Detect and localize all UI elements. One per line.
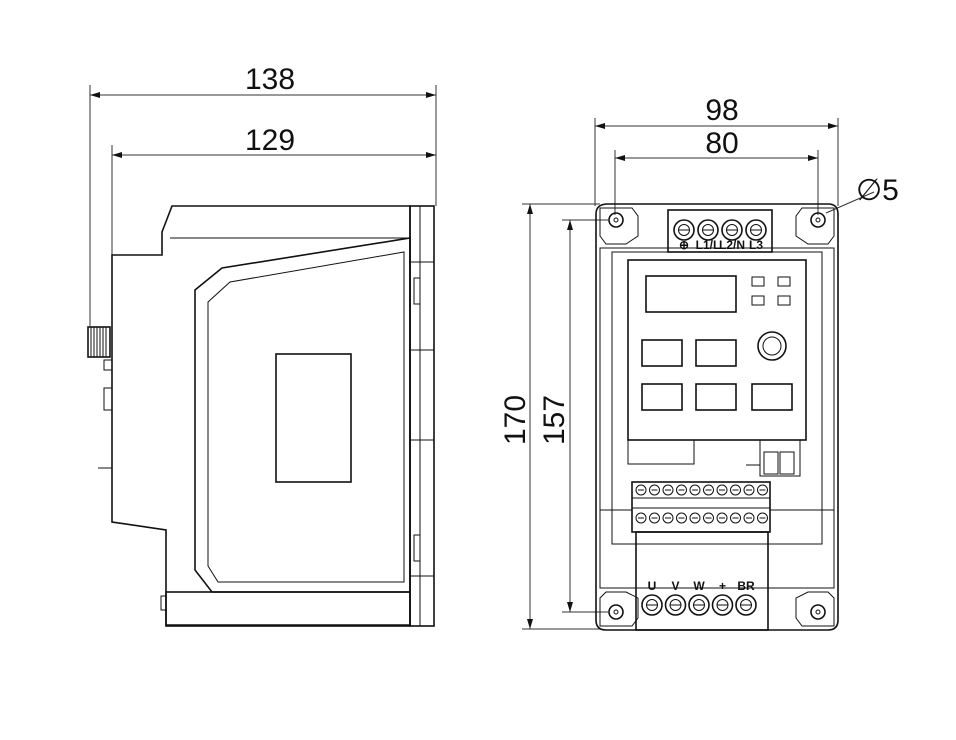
keypad-button <box>695 339 737 367</box>
control-terminal-screw <box>635 512 647 524</box>
control-terminal-screw <box>730 484 741 496</box>
control-terminal-screw <box>662 484 674 496</box>
terminal-label: BR <box>737 579 755 593</box>
input-terminal-block <box>667 209 773 253</box>
terminal-screw <box>664 594 687 616</box>
control-terminal-screw <box>649 484 660 496</box>
control-terminal-screw <box>703 512 714 524</box>
potentiometer-knob <box>757 331 787 361</box>
side-bottom-plate <box>165 591 411 627</box>
control-terminal-screw <box>757 484 768 496</box>
control-terminal-screw <box>649 512 660 524</box>
label-area <box>627 439 695 465</box>
terminal-label: + <box>719 579 726 593</box>
control-terminal-screw <box>703 484 714 496</box>
indicator-led <box>777 295 791 306</box>
control-terminal-screws <box>635 484 768 524</box>
terminal-screw <box>688 594 710 616</box>
output-terminal-screws <box>641 594 757 616</box>
comm-connector <box>759 439 801 477</box>
control-terminal-screw <box>743 484 755 496</box>
control-terminal-screw <box>635 484 647 496</box>
keypad-button <box>751 383 793 411</box>
terminal-screw <box>721 219 743 241</box>
din-rail-clip <box>409 205 435 627</box>
keypad-button <box>695 383 737 411</box>
terminal-screw <box>745 219 767 241</box>
dim-label-98: 98 <box>705 94 738 127</box>
indicator-led <box>751 276 765 287</box>
mounting-holes <box>608 212 826 620</box>
dim-label-hole-diameter: ∅5 <box>856 174 899 207</box>
terminal-label: L1/L <box>696 238 721 252</box>
terminal-label: V <box>671 579 679 593</box>
control-terminal-screw <box>716 512 728 524</box>
control-terminal-screw <box>689 484 701 496</box>
terminal-label: ⊕ <box>679 238 689 252</box>
terminal-label: W <box>693 579 705 593</box>
control-terminal-screw <box>676 484 687 496</box>
control-terminal-screw <box>676 512 687 524</box>
terminal-screw <box>641 594 663 616</box>
control-terminal-screw <box>730 512 741 524</box>
side-knob <box>87 326 111 358</box>
side-view <box>87 85 437 627</box>
front-housing-outline <box>595 203 839 631</box>
terminal-label: L3 <box>749 238 763 252</box>
side-front-cover <box>194 237 411 593</box>
keypad-button <box>641 383 683 411</box>
dim-label-80: 80 <box>705 127 738 160</box>
dim-label-129: 129 <box>245 124 295 157</box>
terminal-label: L2/N <box>719 238 745 252</box>
terminal-screw <box>735 594 757 616</box>
dim-label-138: 138 <box>245 63 295 96</box>
side-label-window <box>275 353 352 483</box>
dim-label-157: 157 <box>538 395 571 445</box>
control-terminal-screw <box>716 484 728 496</box>
input-terminal-screws <box>673 219 767 241</box>
keypad-button <box>641 339 683 367</box>
output-terminal-block <box>635 531 769 631</box>
terminal-screw <box>697 219 719 241</box>
terminal-screw <box>673 219 695 241</box>
control-terminal-screw <box>743 512 755 524</box>
indicator-led <box>777 276 791 287</box>
control-terminal-screw <box>689 512 701 524</box>
control-terminal-screw <box>757 512 768 524</box>
indicator-led <box>751 295 765 306</box>
terminal-label: U <box>648 579 657 593</box>
control-terminal-screw <box>662 512 674 524</box>
terminal-screw <box>711 594 734 616</box>
side-body-outline <box>111 205 411 626</box>
led-display <box>645 275 737 313</box>
keypad-panel <box>627 259 807 441</box>
dim-label-170: 170 <box>499 395 532 445</box>
